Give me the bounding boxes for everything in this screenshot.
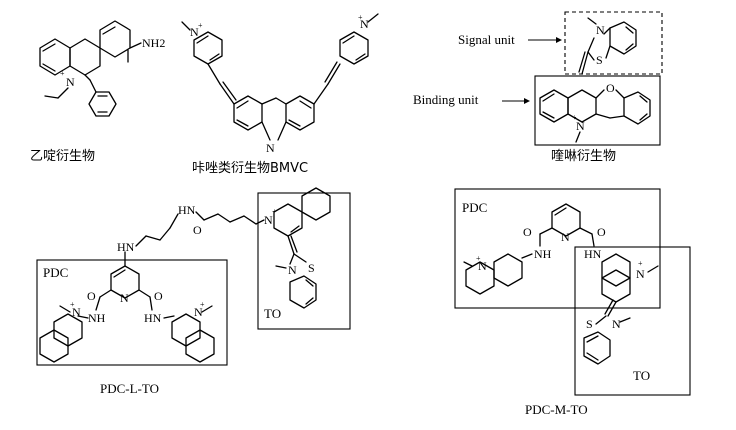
bmvc-n-center: N xyxy=(266,141,275,155)
svg-text:S: S xyxy=(596,53,603,67)
svg-text:N: N xyxy=(576,119,585,133)
svg-text:+: + xyxy=(638,259,643,268)
svg-text:S: S xyxy=(308,261,315,275)
signal-unit-box xyxy=(564,11,663,75)
svg-text:NH: NH xyxy=(534,247,552,261)
svg-text:O: O xyxy=(597,225,606,239)
svg-text:N: N xyxy=(561,230,570,244)
svg-text:+: + xyxy=(200,300,205,309)
svg-text:+: + xyxy=(476,254,481,263)
svg-text:N: N xyxy=(120,291,129,305)
to-label-b: TO xyxy=(633,368,650,383)
svg-text:N: N xyxy=(612,317,621,331)
binding-unit-label: Binding unit xyxy=(413,92,479,107)
bmvc-n-left: N xyxy=(190,25,199,39)
svg-text:HN: HN xyxy=(144,311,162,325)
binding-unit-box xyxy=(534,75,661,146)
svg-text:+: + xyxy=(572,113,577,122)
svg-text:S: S xyxy=(586,317,593,331)
bmvc-structure: N + N N + xyxy=(181,13,379,155)
svg-text:N: N xyxy=(636,267,645,281)
pdc-l-to-caption: PDC-L-TO xyxy=(100,381,159,396)
quinolinium-caption: 喹啉衍生物 xyxy=(551,149,616,164)
pdc-m-to-structure: N O NH O HN N + N + S N xyxy=(463,203,659,365)
svg-text:N: N xyxy=(478,259,487,273)
svg-text:+: + xyxy=(358,13,363,22)
bmvc-caption: 咔唑类衍生物BMVC xyxy=(192,160,308,176)
pdc-box-b xyxy=(454,188,661,309)
svg-text:+: + xyxy=(70,300,75,309)
pdc-l-to-structure: HN HN O N O NH O HN N + xyxy=(39,187,331,363)
nh2-label: NH2 xyxy=(142,36,165,50)
pdc-label-b: PDC xyxy=(462,200,487,215)
to-box-b xyxy=(574,246,691,396)
svg-text:+: + xyxy=(198,21,203,30)
svg-text:O: O xyxy=(193,223,202,237)
svg-text:HN: HN xyxy=(178,203,196,217)
svg-text:N: N xyxy=(72,305,81,319)
svg-text:HN: HN xyxy=(117,240,135,254)
pdc-m-to-caption: PDC-M-TO xyxy=(525,402,588,417)
to-label-a: TO xyxy=(264,306,281,321)
bmvc-n-right: N xyxy=(360,17,369,31)
n-label: N xyxy=(66,75,75,89)
signal-unit-label: Signal unit xyxy=(458,32,515,47)
svg-text:O: O xyxy=(154,289,163,303)
svg-text:N: N xyxy=(596,23,605,37)
svg-text:HN: HN xyxy=(584,247,602,261)
svg-text:NH: NH xyxy=(88,311,106,325)
plus-label: + xyxy=(60,69,65,78)
ethidium-structure: NH2 N + xyxy=(39,20,165,117)
svg-text:O: O xyxy=(523,225,532,239)
to-box-a xyxy=(257,192,351,330)
quinolinium-structure: N S N + O xyxy=(539,17,651,143)
svg-text:N: N xyxy=(288,263,297,277)
pdc-box-a xyxy=(36,259,228,366)
svg-text:O: O xyxy=(606,81,615,95)
svg-text:O: O xyxy=(87,289,96,303)
ethidium-caption: 乙啶衍生物 xyxy=(30,149,95,164)
svg-text:N: N xyxy=(264,213,273,227)
pdc-label-a: PDC xyxy=(43,265,68,280)
svg-text:N: N xyxy=(194,305,203,319)
